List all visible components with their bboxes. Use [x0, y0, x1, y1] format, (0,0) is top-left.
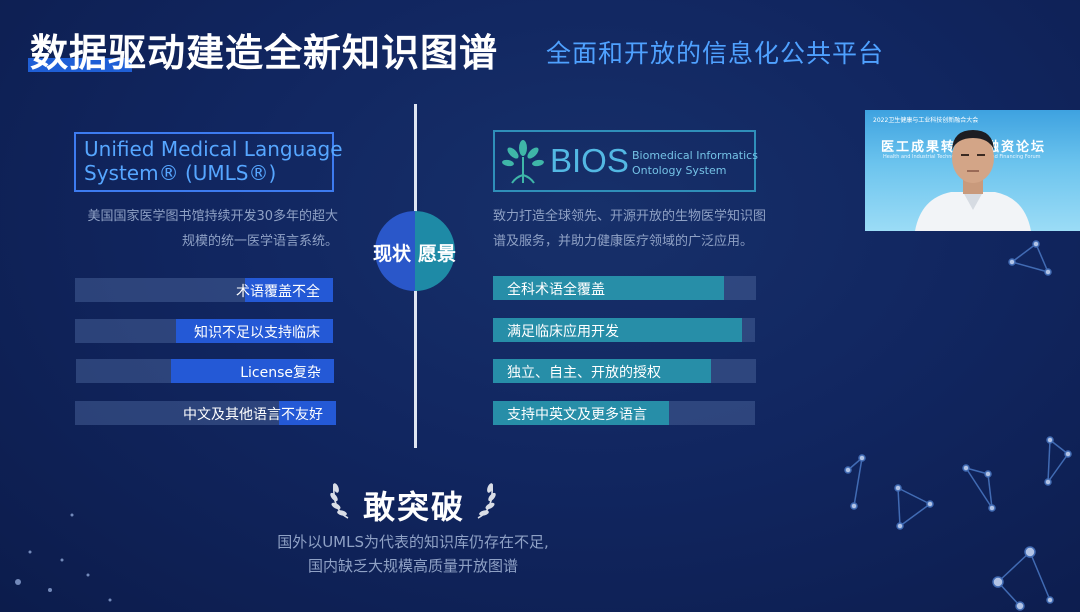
limitation-bar: 知识不足以支持临床 [75, 319, 333, 343]
bios-logo-name: BIOS [550, 142, 629, 179]
umls-logo-line2: System® (UMLS®) [84, 161, 277, 185]
limitation-bar-fill [278, 401, 336, 425]
goal-bar-label: 独立、自主、开放的授权 [507, 365, 661, 381]
goal-bar: 满足临床应用开发 [493, 318, 755, 342]
bios-logo: BIOS Biomedical Informatics Ontology Sys… [493, 130, 758, 192]
vision-label: 愿景 [418, 243, 457, 265]
footer-description: 国外以UMLS为代表的知识库仍存在不足, 国内缺乏大规模高质量开放图谱 [277, 533, 549, 575]
limitation-bar-label: 中文及其他语言不友好 [183, 407, 323, 423]
goal-bar-fill [493, 318, 742, 342]
limitation-bar: 中文及其他语言不友好 [75, 401, 336, 425]
bios-description: 致力打造全球领先、开源开放的生物医学知识图 谱及服务，并助力健康医疗领域的广泛应… [493, 209, 767, 249]
goal-bar: 支持中英文及更多语言 [493, 401, 755, 425]
goal-bar-label: 支持中英文及更多语言 [507, 407, 647, 423]
limitation-bar-fill [245, 278, 333, 302]
footer-title: 敢突破 [363, 488, 466, 526]
limitation-bar-fill [175, 319, 333, 343]
status-label: 现状 [373, 243, 412, 265]
umls-logo: Unified Medical Language System® (UMLS®) [74, 132, 343, 192]
page-subtitle: 全面和开放的信息化公共平台 [546, 39, 885, 68]
goal-bar: 全科术语全覆盖 [493, 276, 756, 300]
limitation-bar: License复杂 [76, 359, 334, 383]
goal-bar-fill [493, 276, 725, 300]
title-accent-bar [28, 58, 132, 72]
webcam-event-text: 2022卫生健康与工业科技创新融合大会 [873, 117, 979, 124]
limitation-bar-fill [171, 359, 334, 383]
bios-tree-logo-icon [502, 140, 544, 184]
laurel-right-icon [477, 483, 496, 519]
laurel-left-icon [330, 483, 349, 519]
umls-logo-line1: Unified Medical Language [84, 137, 343, 161]
status-vision-circle [375, 211, 455, 291]
goal-bar-fill [493, 401, 669, 425]
speaker-webcam: 2022卫生健康与工业科技创新融合大会 医工成果转化与融资论坛 Health a… [865, 110, 1080, 231]
bios-logo-full-line1: Biomedical Informatics [632, 149, 758, 162]
limitation-bar-label: 知识不足以支持临床 [194, 325, 320, 341]
goal-bar-label: 全科术语全覆盖 [507, 282, 605, 298]
umls-description: 美国国家医学图书馆持续开发30多年的超大 规模的统一医学语言系统。 [87, 209, 338, 249]
speaker-figure [915, 130, 1031, 231]
limitation-bar: 术语覆盖不全 [75, 278, 333, 302]
limitation-bar-label: License复杂 [240, 365, 321, 381]
page-title: 数据驱动建造全新知识图谱 [30, 31, 499, 75]
bios-logo-full-line2: Ontology System [632, 164, 727, 177]
goal-bar-fill [493, 359, 712, 383]
limitation-bar-label: 术语覆盖不全 [236, 284, 320, 300]
goal-bar: 独立、自主、开放的授权 [493, 359, 756, 383]
goal-bar-label: 满足临床应用开发 [507, 324, 619, 340]
